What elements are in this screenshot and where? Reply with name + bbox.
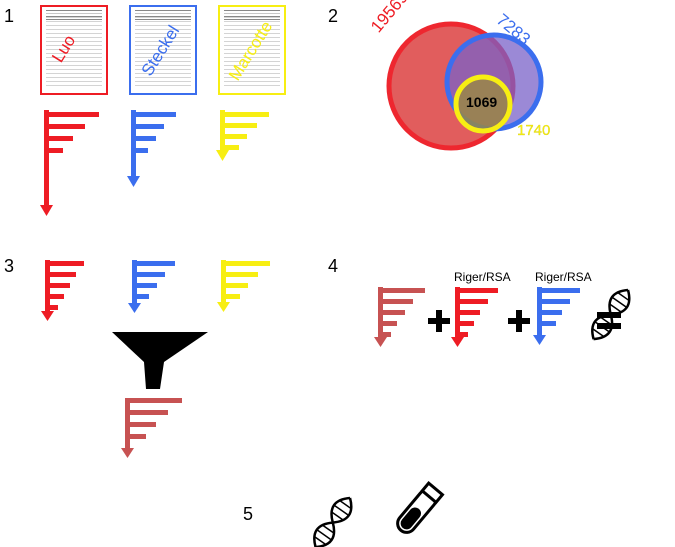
- test-tube-icon: [396, 481, 445, 534]
- step-number-3: 3: [4, 256, 15, 276]
- ranked-list-icon-blue-tall: [127, 110, 176, 187]
- funnel-icon: [112, 332, 208, 389]
- venn-label-yellow: 1740: [517, 122, 551, 139]
- ranked-list-icon-yellow-short: [217, 260, 270, 312]
- dna-icon-step4: [591, 288, 631, 341]
- plus-icon-1: [428, 310, 450, 332]
- ranked-list-icon-step4-result: [374, 287, 425, 347]
- paper-thumbnail-luo: Luo: [40, 5, 108, 95]
- ranked-list-icon-blue-short: [128, 260, 175, 313]
- step-number-5: 5: [243, 504, 254, 524]
- ranked-list-icon-red-short: [41, 260, 84, 321]
- ranked-list-icon-result: [121, 398, 182, 458]
- paper-thumbnail-marcotte: Marcotte: [218, 5, 286, 95]
- paper-thumbnail-steckel: Steckel: [129, 5, 197, 95]
- ranked-list-icon-red-tall: [40, 110, 99, 216]
- ranked-list-icon-step4-blue: [533, 287, 580, 345]
- venn-label-overlap: 1069: [466, 94, 498, 110]
- step-number-4: 4: [328, 256, 339, 276]
- ranked-list-icon-yellow-tall: [216, 110, 269, 161]
- method-label-2: Riger/RSA: [535, 270, 592, 284]
- step-number-1: 1: [4, 6, 15, 26]
- ranked-list-icon-step4-red: [451, 287, 498, 347]
- venn-diagram: [386, 21, 544, 151]
- method-label-1: Riger/RSA: [454, 270, 511, 284]
- dna-icon-step5: [313, 496, 353, 547]
- plus-icon-2: [508, 310, 530, 332]
- venn-circle-yellow: [453, 74, 513, 134]
- step-number-2: 2: [328, 6, 339, 26]
